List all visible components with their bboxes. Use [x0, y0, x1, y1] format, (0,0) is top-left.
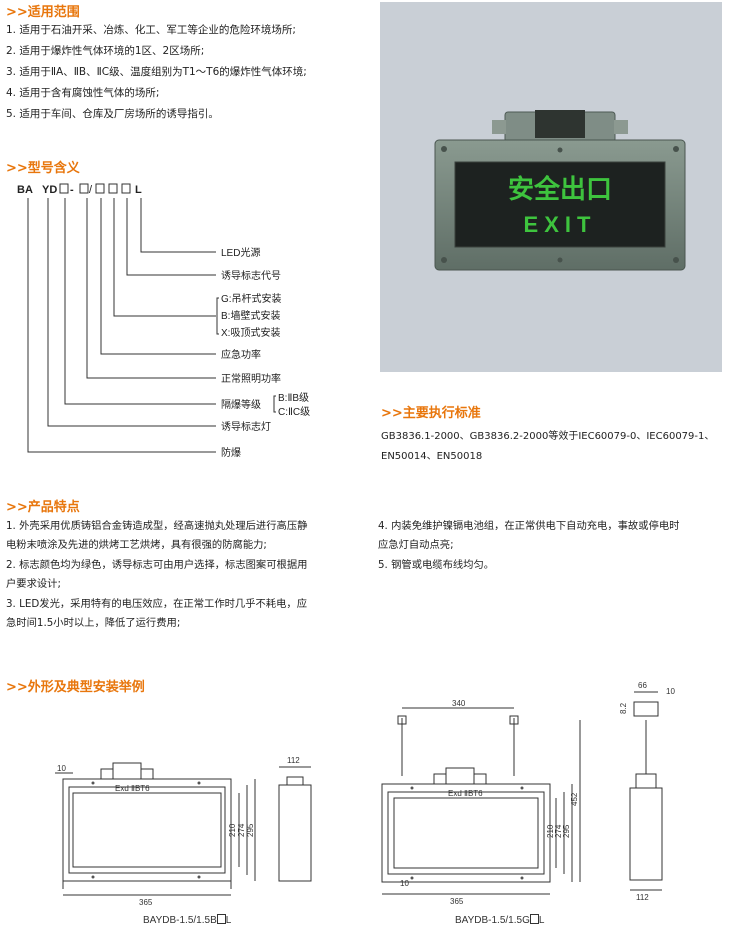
label-grade-c: C:ⅡC级	[278, 406, 310, 418]
right-dim-10-top: 10	[666, 687, 675, 696]
feature-right-1: 4. 内装免维护镍镉电池组，在正常供电下自动充电，事故或停电时	[378, 520, 680, 532]
standards-title: >>主要执行标准	[381, 406, 481, 421]
label-normal-power: 正常照明功率	[221, 372, 281, 385]
install-title: >>外形及典型安装举例	[6, 680, 145, 695]
feature-left-5: 3. LED发光，采用特有的电压效应，在正常工作时几乎不耗电，应	[6, 598, 307, 610]
caption-left-box	[216, 914, 226, 924]
code-l: L	[135, 184, 142, 196]
feature-left-4: 户要求设计;	[6, 578, 61, 590]
right-dim-365: 365	[450, 897, 464, 906]
label-mount-g: G:吊杆式安装	[221, 292, 282, 305]
feature-right-2: 应急灯自动点亮;	[378, 539, 454, 551]
scope-item-3: 3. 适用于ⅡA、ⅡB、ⅡC级、温度组别为T1～T6的爆炸性气体环境;	[6, 66, 307, 78]
left-dim-210: 210	[228, 823, 237, 837]
sign-text-en: EXIT	[524, 212, 597, 237]
left-dim-365: 365	[139, 898, 153, 907]
svg-text:/: /	[89, 184, 93, 196]
sign-text-cn: 安全出口	[508, 174, 612, 204]
right-dim-210: 210	[546, 824, 555, 838]
right-dim-8: 8.2	[619, 702, 628, 714]
label-grade-b: B:ⅡB级	[278, 392, 309, 404]
feature-left-1: 1. 外壳采用优质铸铝合金铸造成型，经高速抛丸处理后进行高压静	[6, 520, 308, 532]
code-dash: -	[70, 184, 74, 196]
scope-item-2: 2. 适用于爆炸性气体环境的1区、2区场所;	[6, 45, 205, 57]
code-yd: YD	[42, 184, 57, 196]
feature-left-6: 急时间1.5小时以上，降低了运行费用;	[6, 617, 181, 629]
left-box-label: Exd ⅡBT6	[115, 784, 150, 793]
label-sign-lamp: 诱导标志灯	[221, 420, 271, 433]
right-dim-112: 112	[636, 893, 649, 902]
right-dim-295: 295	[562, 824, 571, 838]
right-dim-340: 340	[452, 699, 466, 708]
label-mount-b: B:墙壁式安装	[221, 309, 280, 322]
left-dim-274: 274	[237, 823, 246, 837]
label-mount-x: X:吸顶式安装	[221, 326, 280, 339]
label-explosion-grade: 隔爆等级	[221, 398, 261, 411]
label-emergency-power: 应急功率	[221, 348, 261, 361]
scope-item-4: 4. 适用于含有腐蚀性气体的场所;	[6, 87, 160, 99]
drawing-pendant-mount: Exd ⅡBT6 340 365 10 210 274 295 452 66 1…	[381, 681, 675, 906]
right-dim-66: 66	[638, 681, 647, 690]
left-dim-295: 295	[246, 823, 255, 837]
caption-right-box	[529, 914, 539, 924]
right-box-label: Exd ⅡBT6	[448, 789, 483, 798]
feature-right-3: 5. 钢管或电缆布线均匀。	[378, 559, 495, 571]
caption-left: BAYDB-1.5/1.5B L	[143, 914, 231, 926]
drawing-wall-mount: Exd ⅡBT6 10 365 210 274 295 112	[55, 756, 312, 907]
caption-right: BAYDB-1.5/1.5G L	[455, 914, 544, 926]
caption-left-text: BAYDB-1.5/1.5B	[143, 915, 217, 926]
label-led: LED光源	[221, 246, 260, 259]
right-dim-274: 274	[554, 824, 563, 838]
scope-item-5: 5. 适用于车间、仓库及厂房场所的诱导指引。	[6, 108, 219, 120]
exit-sign-lamp-image: 安全出口 EXIT	[434, 110, 686, 271]
standards-line-1: GB3836.1-2000、GB3836.2-2000等效于IEC60079-0…	[381, 431, 715, 442]
model-title: >>型号含义	[6, 161, 80, 176]
caption-right-suffix: L	[538, 915, 545, 926]
caption-right-text: BAYDB-1.5/1.5G	[455, 915, 530, 926]
label-sign-code: 诱导标志代号	[221, 269, 281, 282]
model-code-diagram: BA YD - / L LED光源 诱导标志代号 G:吊杆式安装 B:墙壁式安装…	[17, 183, 310, 459]
scope-item-1: 1. 适用于石油开采、冶炼、化工、军工等企业的危险环境场所;	[6, 24, 296, 36]
scope-title: >>适用范围	[6, 5, 80, 20]
features-title: >>产品特点	[6, 500, 80, 515]
caption-left-suffix: L	[225, 915, 232, 926]
feature-left-3: 2. 标志颜色均为绿色，诱导标志可由用户选择，标志图案可根据用	[6, 559, 308, 571]
code-ba: BA	[17, 184, 33, 196]
left-dim-112: 112	[287, 756, 300, 765]
feature-left-2: 电粉末喷涂及先进的烘烤工艺烘烤，具有很强的防腐能力;	[6, 539, 267, 551]
label-explosion-proof: 防爆	[221, 446, 241, 459]
standards-line-2: EN50014、EN50018	[381, 451, 483, 462]
right-dim-10: 10	[400, 879, 409, 888]
left-dim-10: 10	[57, 764, 66, 773]
product-photo: 安全出口 EXIT	[380, 2, 722, 372]
right-dim-452: 452	[570, 792, 579, 806]
